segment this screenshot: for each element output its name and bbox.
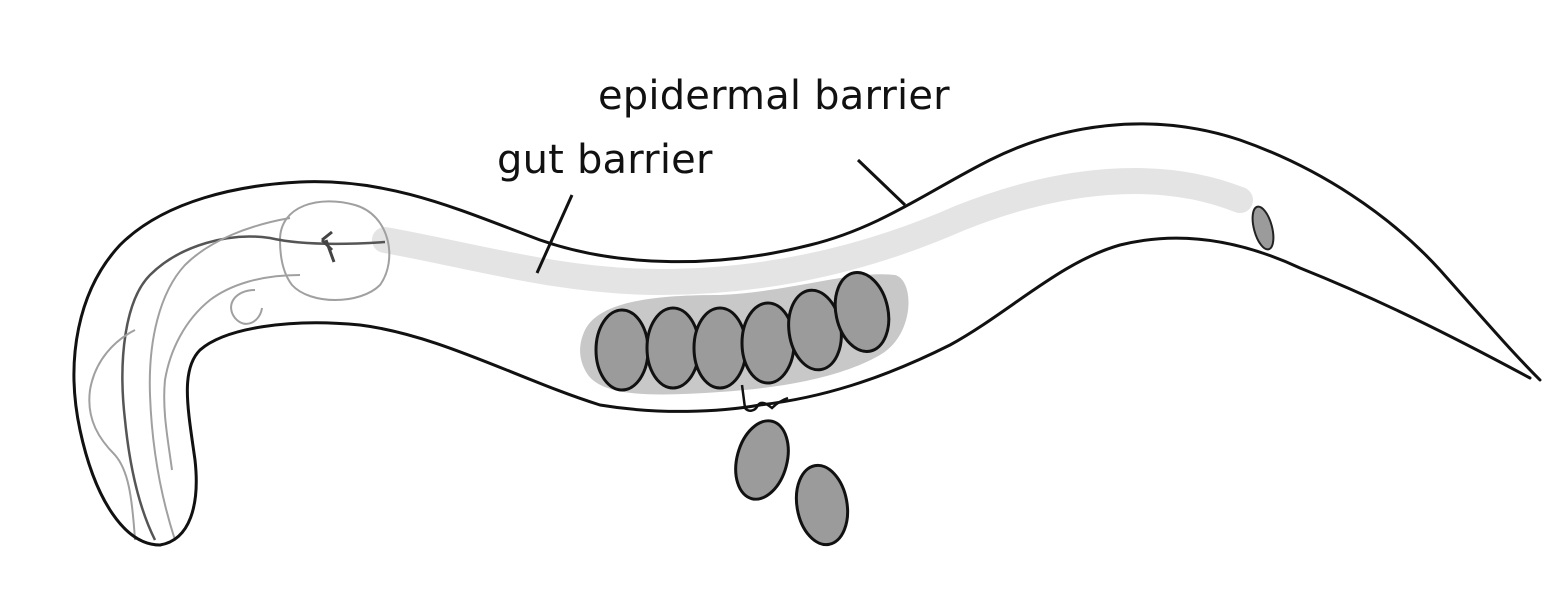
body-outline (72, 122, 1542, 547)
head-line-d (230, 289, 263, 325)
egg (594, 308, 650, 392)
pharynx-bulb (278, 200, 391, 301)
gut-barrier-label: gut barrier (497, 137, 713, 183)
epidermal-pointer (856, 158, 907, 207)
body-ventral-edge (158, 236, 1532, 547)
eggs-in-uterus (594, 271, 891, 392)
head-line-c (88, 329, 136, 541)
gut-band (372, 168, 1253, 296)
laid-eggs (734, 419, 850, 547)
pharynx-grinder (320, 230, 336, 263)
egg (833, 271, 891, 353)
head-line-b (163, 274, 301, 471)
epidermal-barrier-label: epidermal barrier (598, 73, 950, 119)
laid-egg (794, 463, 850, 547)
pharynx-inner-line (121, 235, 386, 541)
egg (740, 301, 796, 385)
egg (692, 306, 748, 390)
anal-structure (1251, 205, 1275, 251)
body-dorsal-edge (72, 122, 1542, 547)
laid-egg (734, 419, 790, 501)
head-line-a (148, 217, 291, 541)
gut-pointer (535, 194, 574, 274)
pharynx (88, 200, 391, 541)
egg (645, 306, 701, 390)
